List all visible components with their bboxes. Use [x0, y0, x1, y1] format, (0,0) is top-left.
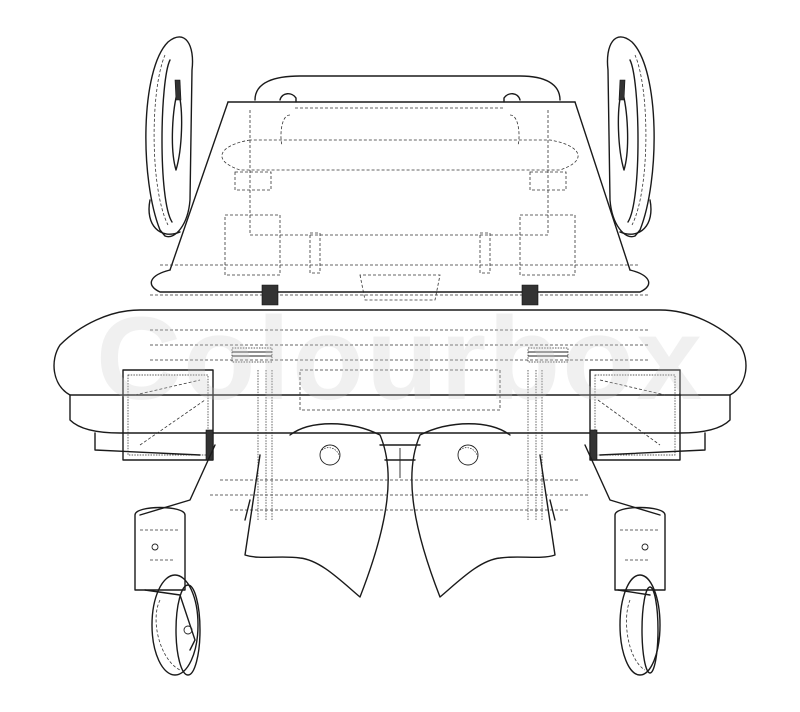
left-side-rail — [145, 36, 194, 238]
right-side-rail — [606, 36, 655, 238]
left-bumper-box — [122, 369, 214, 461]
under-frame — [139, 444, 661, 521]
right-caster-wheel — [614, 506, 666, 676]
bed-platform — [53, 309, 747, 456]
mattress-frame — [150, 264, 650, 306]
headboard — [169, 75, 631, 301]
left-caster-wheel — [134, 506, 201, 676]
foot-flaps — [244, 423, 556, 598]
right-bumper-box — [589, 369, 681, 461]
